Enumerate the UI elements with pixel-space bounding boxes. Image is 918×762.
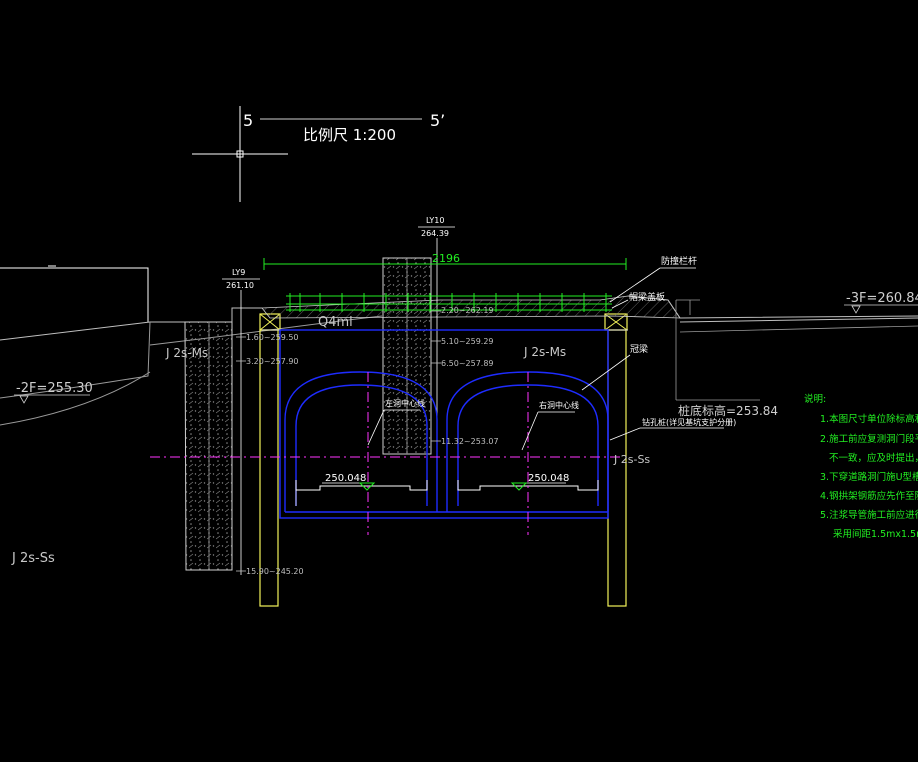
tunnel-centerlines [150,372,620,535]
scale-label: 比例尺 1:200 [303,126,396,144]
span-dimension: 2196 [263,252,627,270]
callout-piles: 钻孔桩(详见基坑支护分册) [642,417,736,427]
strata-labels: Q4ml J 2s-Ms J 2s-Ms J 2s-Ss J 2s-Ss [11,315,650,566]
elev-l2: 3.20~257.90 [246,357,299,366]
left-building [0,265,149,322]
level-2f-marker: -2F=255.30 [14,381,93,404]
callout-right-center: 右洞中心线 [539,400,579,410]
callout-left-center: 左洞中心线 [385,398,425,408]
ly10-value: 264.39 [421,229,449,238]
section-right-mark: 5’ [430,111,445,130]
elev-c2: 5.10~259.29 [441,337,494,346]
crash-railing [286,293,612,312]
ly9-name: LY9 [232,268,245,277]
note-1: 1.本图尺寸单位除标高和桩 [820,413,918,425]
note-4: 4.钢拱架钢筋应先作至隧 [820,490,918,502]
ly10-name: LY10 [426,216,444,225]
note-5: 5.注浆导管施工前应进行现 [820,509,918,521]
elevation-tags: 1.60~259.50 3.20~257.90 2.20~262.19 5.10… [246,306,499,576]
stratum-j2ss-right: J 2s-Ss [613,453,650,466]
stratum-j2ms-left: J 2s-Ms [165,346,208,360]
invert-right-value: 250.048 [528,473,569,484]
ground-surface-right [627,295,918,401]
level-3f-marker: -3F=260.84 [844,291,918,314]
stratum-j2ss-left: J 2s-Ss [11,551,55,566]
invert-left-value: 250.048 [325,473,366,484]
stratum-q4: Q4ml [318,315,353,330]
notes-title: 说明: [804,393,826,405]
invert-left-marker: 250.048 [322,473,376,491]
elevation-ticks [236,310,441,572]
cursor-crosshair-icon [192,106,288,202]
level-3f-label: -3F=260.84 [846,291,918,306]
level-2f-label: -2F=255.30 [16,381,93,396]
callout-pile-cap: 帽梁盖板 [629,291,665,303]
elev-l1: 1.60~259.50 [246,333,299,342]
elev-bottom: 15.90~245.20 [246,567,304,576]
section-mark: 5 5’ 比例尺 1:200 [243,111,445,144]
elev-center: 11.32~253.07 [441,437,499,446]
callout-railing: 防撞栏杆 [661,255,697,267]
note-2b: 不一致，应及时提出，严 [829,452,918,464]
ly9-value: 261.10 [226,281,254,290]
elev-c1: 2.20~262.19 [441,306,494,315]
note-2: 2.施工前应复测洞门段平纵 [820,433,918,445]
ly10-borehole: LY10 264.39 [382,216,455,465]
callouts: 防撞栏杆 帽梁盖板 冠梁 左洞中心线 右洞中心线 钻孔桩(详见基坑支护分册) 桩… [367,255,778,451]
span-dimension-value: 2196 [432,252,460,265]
invert-right-marker: 250.048 [510,473,569,491]
design-notes: 说明: 1.本图尺寸单位除标高和桩 2.施工前应复测洞门段平纵 不一致，应及时提… [804,393,918,540]
note-3: 3.下穿道路洞门施U型槽结构 [820,471,918,483]
note-5b: 采用间距1.5mx1.5m [833,528,918,540]
callout-cap-beam: 冠梁 [630,343,648,355]
elev-c3: 6.50~257.89 [441,359,494,368]
ly9-level-marker: LY9 261.10 [222,268,260,575]
stratum-j2ms-right: J 2s-Ms [523,345,566,359]
left-retaining-wall [184,321,233,571]
section-left-mark: 5 [243,111,253,130]
pile-top-elevation: 桩底标高=253.84 [678,403,778,418]
